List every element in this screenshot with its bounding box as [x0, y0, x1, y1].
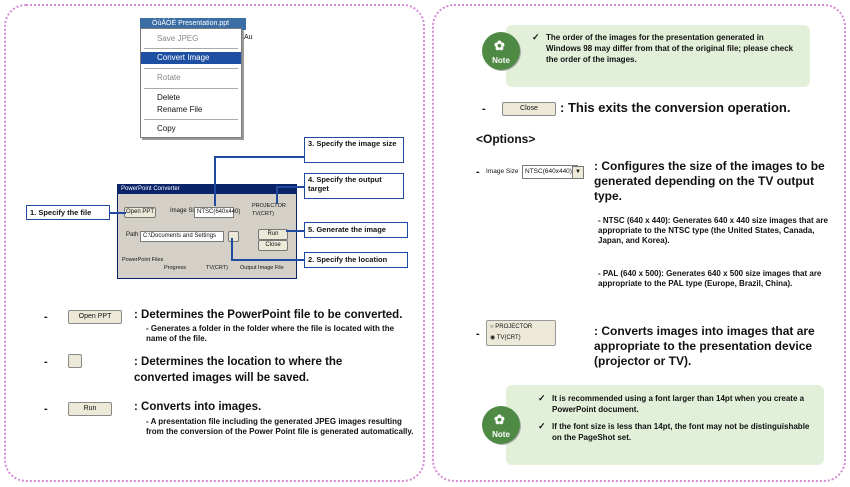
menu-item-delete[interactable]: Delete: [157, 93, 181, 102]
menu-separator: [144, 88, 238, 89]
left-panel: ÓùÂÒÉ Presentation.ppt Au Save JPEG Conv…: [4, 4, 425, 482]
row-dash: -: [476, 166, 480, 178]
close-button-sample[interactable]: Close: [502, 102, 556, 116]
row-dash: -: [44, 356, 48, 368]
converter-dialog: PowerPoint Converter Open PPT Image Size…: [117, 184, 297, 279]
connector-line: [231, 259, 304, 261]
dialog-title-bar: PowerPoint Converter: [118, 185, 296, 194]
radio-description: : Converts images into images that are a…: [594, 324, 815, 368]
menu-side-text: Au: [244, 34, 253, 41]
status-1: PowerPoint Files: [122, 257, 164, 263]
dropdown-arrow-icon[interactable]: ▼: [572, 166, 584, 179]
image-size-select-sample[interactable]: NTSC(640x440): [522, 165, 578, 179]
check-icon: ✓: [538, 393, 546, 403]
connector-line: [231, 238, 233, 260]
radio-projector[interactable]: ○ PROJECTOR: [490, 324, 533, 330]
connector-line: [286, 230, 304, 232]
image-size-select[interactable]: NTSC(640x440): [194, 207, 240, 218]
callout-specify-image-size: 3. Specify the image size: [304, 137, 404, 163]
menu-item-copy[interactable]: Copy: [157, 124, 176, 133]
output-radio-2[interactable]: TV(CRT): [252, 211, 274, 217]
pal-note: - PAL (640 x 500): Generates 640 x 500 s…: [598, 269, 822, 288]
context-menu: Save JPEG Convert Image Rotate Delete Re…: [140, 28, 242, 138]
callout-specify-location: 2. Specify the location: [304, 252, 408, 268]
radio-tv-label: TV(CRT): [496, 335, 521, 341]
status-2: Progress: [164, 265, 187, 271]
menu-title-strip: ÓùÂÒÉ Presentation.ppt: [140, 18, 246, 30]
output-radio-1[interactable]: PROJECTOR: [252, 203, 286, 209]
row-dash: -: [476, 328, 480, 340]
radio-group-sample: ○ PROJECTOR ◉ TV(CRT): [486, 320, 556, 346]
note-box-2: [506, 385, 824, 465]
image-size-label: Image Size: [170, 208, 201, 214]
path-label: Path: [126, 232, 139, 238]
radio-projector-label: PROJECTOR: [495, 324, 533, 330]
open-ppt-button[interactable]: Open PPT: [124, 207, 156, 218]
menu-item-rotate[interactable]: Rotate: [157, 73, 181, 82]
check-icon: ✓: [532, 32, 540, 42]
menu-item-save-jpeg[interactable]: Save JPEG: [157, 34, 199, 43]
close-button[interactable]: Close: [258, 240, 288, 251]
browse-folder-button[interactable]: [228, 231, 239, 242]
browse-description: : Determines the location to where the c…: [134, 356, 343, 384]
connector-line: [214, 156, 216, 206]
note-icon: ✿ Note: [482, 406, 520, 444]
image-size-label-sample: Image Size: [486, 168, 519, 175]
note-2-text-1: It is recommended using a font larger th…: [552, 394, 805, 414]
open-ppt-button-sample[interactable]: Open PPT: [68, 310, 122, 324]
row-dash: -: [44, 403, 48, 415]
run-button[interactable]: Run: [258, 229, 288, 240]
run-button-sample[interactable]: Run: [68, 402, 112, 416]
connector-line: [110, 212, 126, 214]
menu-separator: [144, 48, 238, 49]
status-4: Output Image File: [240, 265, 284, 271]
path-field[interactable]: C:\Documents and Settings: [140, 231, 224, 242]
run-subnote: - A presentation file including the gene…: [146, 417, 414, 436]
options-heading: <Options>: [476, 132, 536, 146]
radio-tv[interactable]: ◉ TV(CRT): [490, 335, 521, 341]
right-panel: ✿ Note ✓ The order of the images for the…: [432, 4, 846, 482]
menu-item-rename-file[interactable]: Rename File: [157, 105, 203, 114]
callout-specify-file: 1. Specify the file: [26, 205, 110, 220]
note-box-1: [506, 25, 810, 87]
image-size-description: : Configures the size of the images to b…: [594, 159, 825, 203]
note-2-text-2: If the font size is less than 14pt, the …: [552, 422, 810, 442]
status-3: TV(CRT): [206, 265, 228, 271]
check-icon: ✓: [538, 421, 546, 431]
connector-line: [214, 156, 304, 158]
callout-specify-output-target: 4. Specify the output target: [304, 173, 404, 199]
run-description: : Converts into images.: [134, 401, 262, 413]
close-description: : This exits the conversion operation.: [560, 100, 791, 115]
menu-item-convert-image[interactable]: Convert Image: [141, 52, 241, 64]
open-ppt-subnote: - Generates a folder in the folder where…: [146, 324, 395, 343]
row-dash: -: [44, 311, 48, 323]
gear-icon: ✿: [494, 412, 505, 427]
menu-separator: [144, 68, 238, 69]
note-icon: ✿ Note: [482, 32, 520, 70]
menu-separator: [144, 119, 238, 120]
ntsc-note: - NTSC (640 x 440): Generates 640 x 440 …: [598, 216, 828, 245]
browse-button-sample[interactable]: [68, 354, 82, 368]
callout-generate-image: 5. Generate the image: [304, 222, 408, 238]
row-dash: -: [482, 103, 486, 115]
open-ppt-description: : Determines the PowerPoint file to be c…: [134, 309, 403, 321]
connector-line: [276, 186, 278, 204]
gear-icon: ✿: [494, 38, 505, 53]
connector-line: [276, 186, 304, 188]
note-1-text: The order of the images for the presenta…: [546, 33, 794, 64]
